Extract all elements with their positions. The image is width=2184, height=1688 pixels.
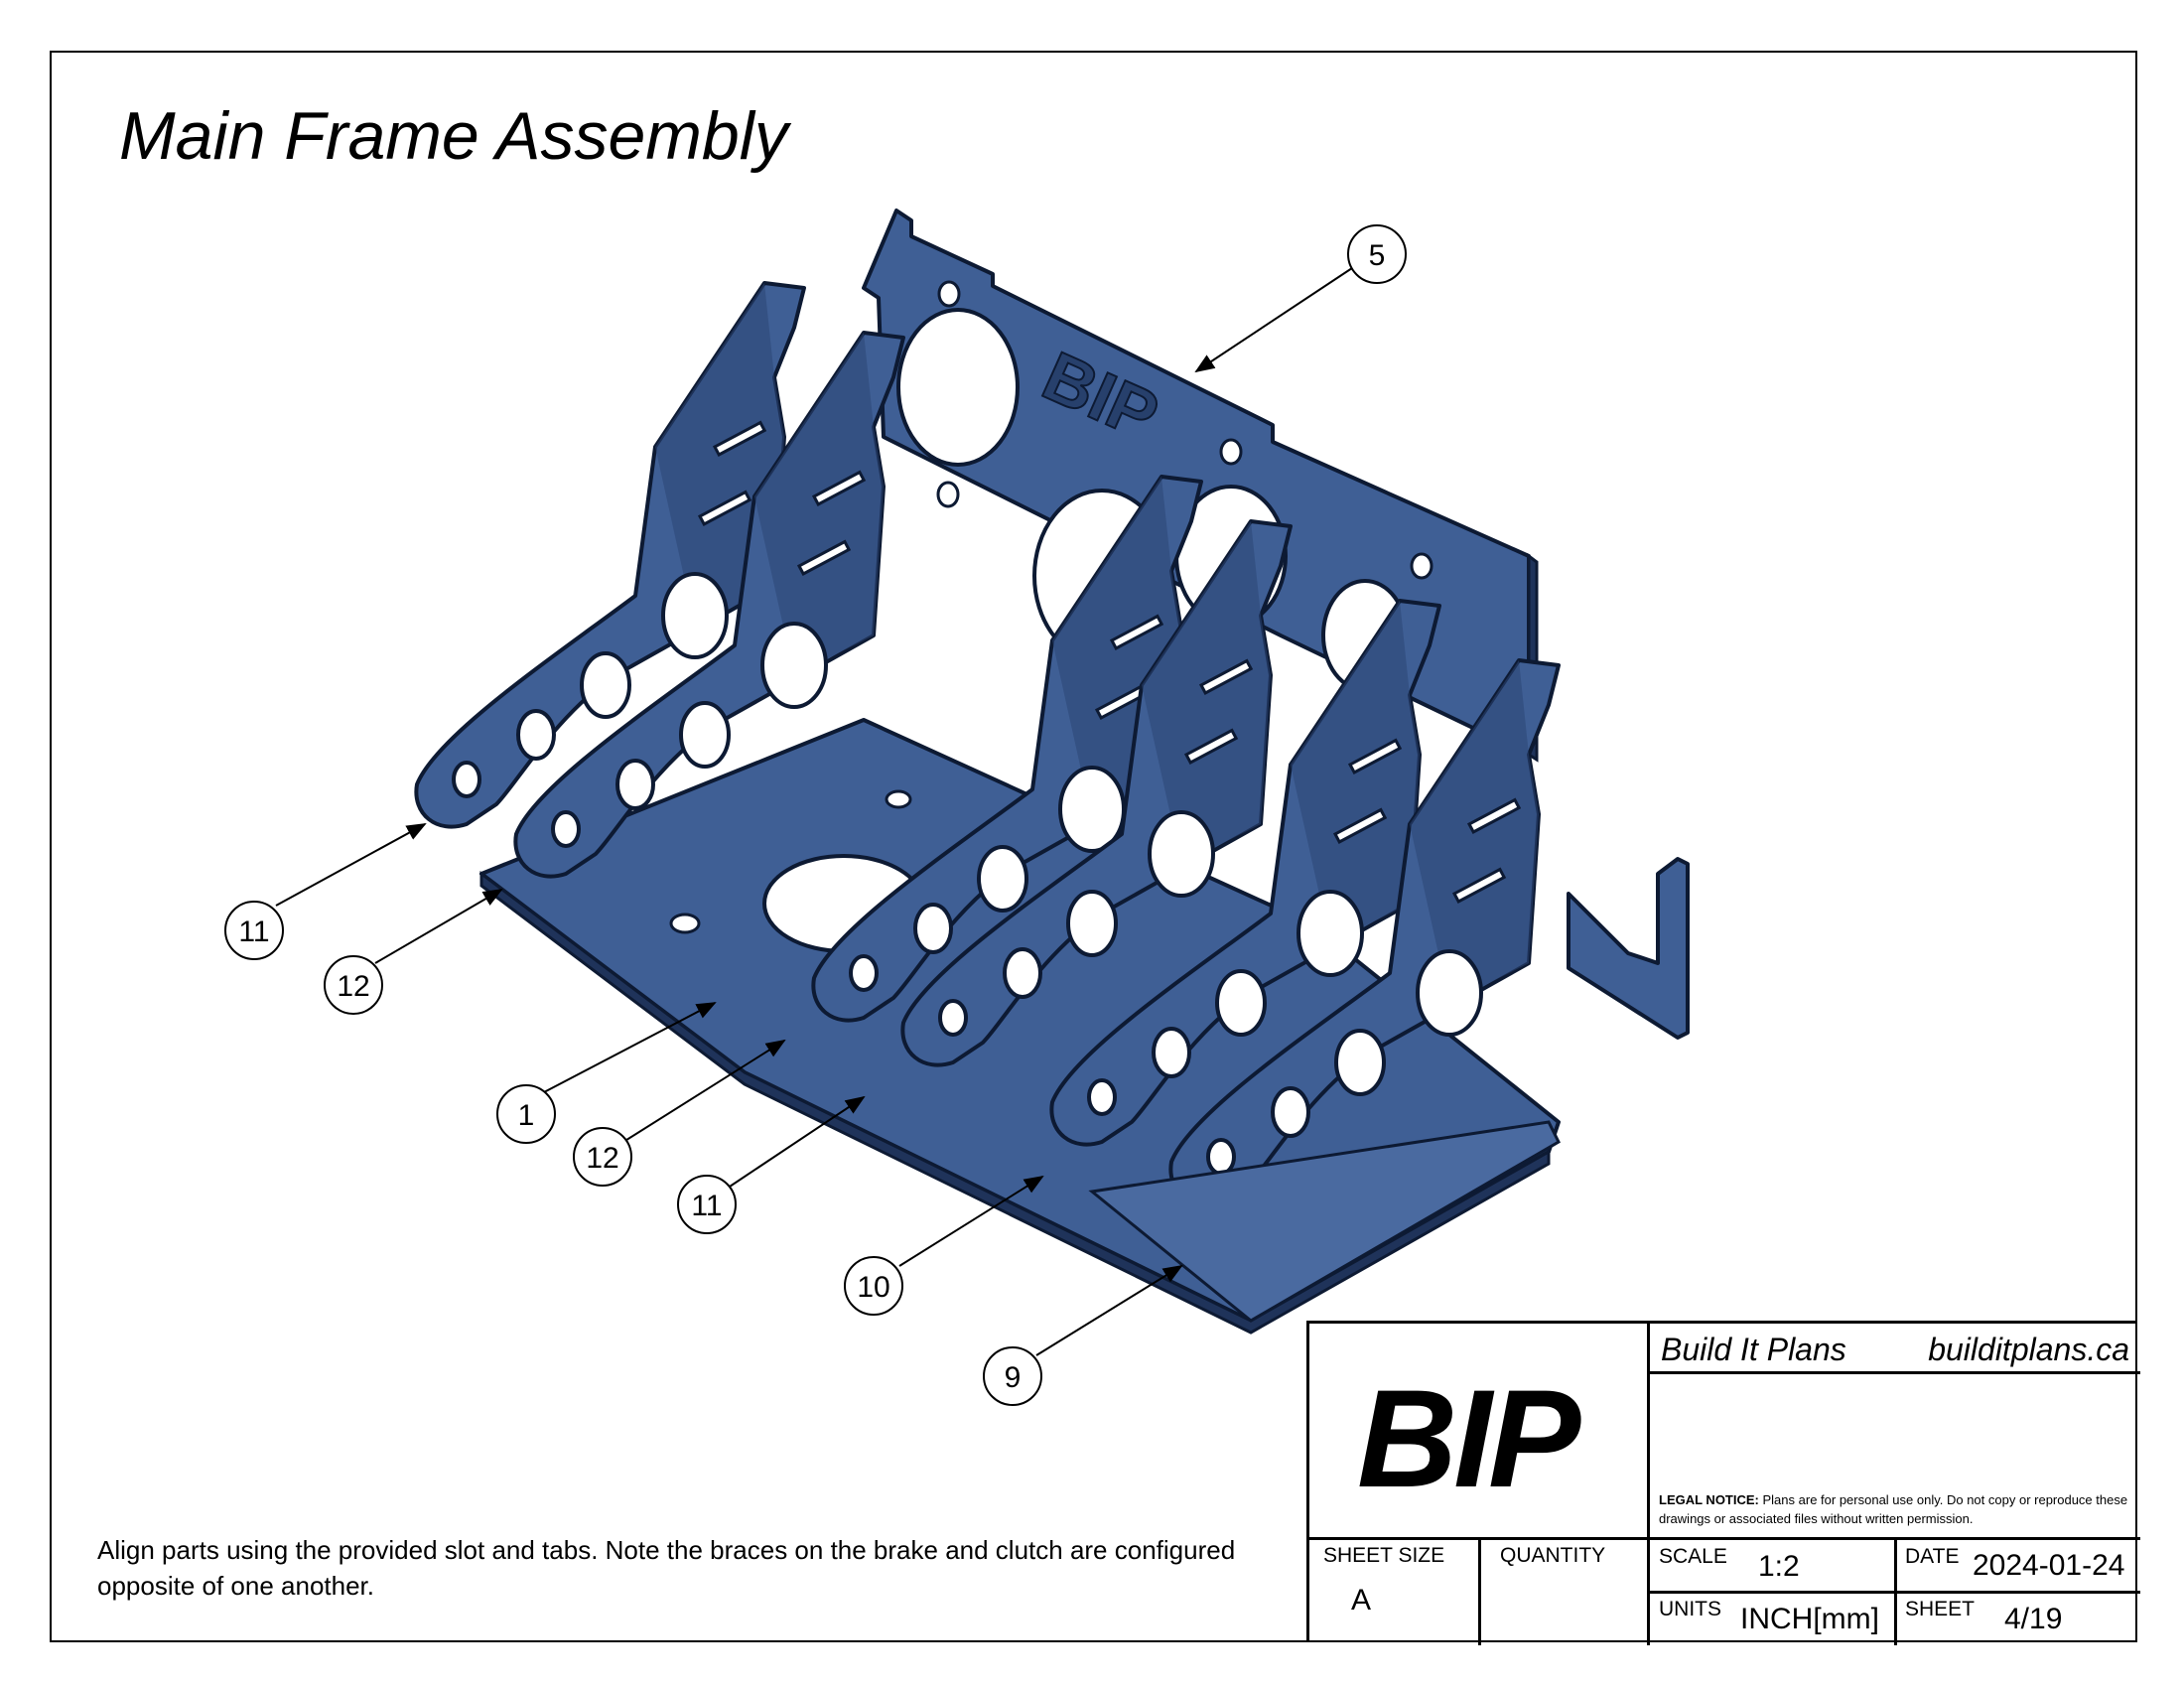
brace-plates [414, 281, 1561, 1206]
lightening-hole [1152, 1027, 1191, 1078]
tab-slot [1198, 658, 1254, 695]
brace-plate-inner-middle [900, 519, 1293, 1067]
lightening-hole [615, 759, 655, 810]
date-value: 2024-01-24 [1973, 1549, 2125, 1582]
lightening-hole [760, 622, 828, 709]
balloon-label: 5 [1369, 239, 1386, 272]
balloon-label: 11 [691, 1190, 722, 1222]
lightening-hole [452, 761, 481, 798]
sheet-label: SHEET [1905, 1598, 1976, 1620]
side-tab-bracket [1567, 857, 1690, 1040]
drawing-title: Main Frame Assembly [119, 98, 788, 174]
lightening-hole [661, 572, 729, 659]
lightening-hole [1148, 810, 1215, 898]
lightening-hole [849, 954, 879, 992]
lightening-hole [1215, 969, 1267, 1037]
legal-heading: LEGAL NOTICE: [1659, 1492, 1759, 1507]
date-label: DATE [1905, 1545, 1960, 1568]
tab-slot [1466, 797, 1522, 834]
balloon-label: 1 [518, 1099, 535, 1132]
lightening-hole [1416, 949, 1483, 1037]
tab-slot [1332, 807, 1388, 844]
lightening-hole [679, 701, 731, 769]
tab-slot [1451, 867, 1507, 904]
balloon-circle [224, 901, 284, 960]
lightening-hole [551, 810, 581, 848]
sheet-value: 4/19 [2004, 1603, 2063, 1635]
drawing-border [50, 51, 2137, 1642]
units-value: INCH[mm] [1740, 1603, 1879, 1635]
balloon-circle [1347, 224, 1407, 284]
tab-slot [697, 490, 752, 526]
brace-plate-inner-left [513, 331, 905, 879]
lightening-hole [1334, 1029, 1386, 1096]
company-website: builditplans.ca [1928, 1332, 2129, 1367]
company-logo: BIP [1357, 1360, 1580, 1516]
balloons: 5 11 12 1 12 11 10 9 [224, 224, 1407, 1406]
tab-slot [1183, 728, 1239, 765]
lightening-hole [1297, 890, 1364, 977]
lightening-hole [1087, 1078, 1117, 1116]
lightening-hole [1271, 1086, 1310, 1138]
quantity-label: QUANTITY [1500, 1544, 1606, 1567]
company-name: Build It Plans [1661, 1332, 1846, 1367]
balloon-label: 9 [1005, 1361, 1022, 1394]
assembly-note: Align parts using the provided slot and … [97, 1535, 1236, 1601]
legal-notice: LEGAL NOTICE: Plans are for personal use… [1659, 1490, 2135, 1528]
balloon-label: 12 [337, 970, 369, 1003]
scale-value: 1:2 [1758, 1550, 1800, 1583]
balloon-label: 12 [586, 1142, 618, 1175]
legal-text: Plans are for personal use only. Do not … [1659, 1492, 2128, 1526]
lightening-hole [913, 903, 953, 954]
lightening-hole [938, 999, 968, 1037]
balloon-circle [496, 1084, 556, 1144]
lightening-hole [1003, 947, 1042, 999]
leader-lines [275, 267, 1353, 1356]
lightening-hole [977, 845, 1028, 913]
brace-plate-outer-right [1049, 599, 1441, 1147]
floor-strip-part-9 [1088, 1120, 1561, 1323]
lightening-hole [580, 651, 631, 719]
lightening-hole [516, 709, 556, 761]
tab-slot [712, 420, 767, 457]
balloon-circle [844, 1256, 903, 1316]
balloon-circle [573, 1127, 632, 1187]
balloon-circle [677, 1175, 737, 1234]
lightening-hole [1206, 1138, 1236, 1176]
tab-slot [811, 470, 867, 506]
balloon-circle [983, 1346, 1042, 1406]
scale-label: SCALE [1659, 1545, 1727, 1568]
balloon-label: 10 [857, 1271, 889, 1304]
units-label: UNITS [1659, 1598, 1721, 1620]
lightening-hole [1066, 890, 1118, 957]
sheet-size-label: SHEET SIZE [1323, 1544, 1445, 1567]
tab-slot [1109, 614, 1164, 650]
balloon-circle [324, 955, 383, 1015]
balloon-label: 11 [238, 915, 269, 948]
tab-slot [796, 539, 852, 576]
title-block: BIP Build It Plans builditplans.ca LEGAL… [1306, 1321, 2140, 1645]
sheet-size-value: A [1351, 1584, 1372, 1617]
tab-slot [1347, 738, 1403, 774]
